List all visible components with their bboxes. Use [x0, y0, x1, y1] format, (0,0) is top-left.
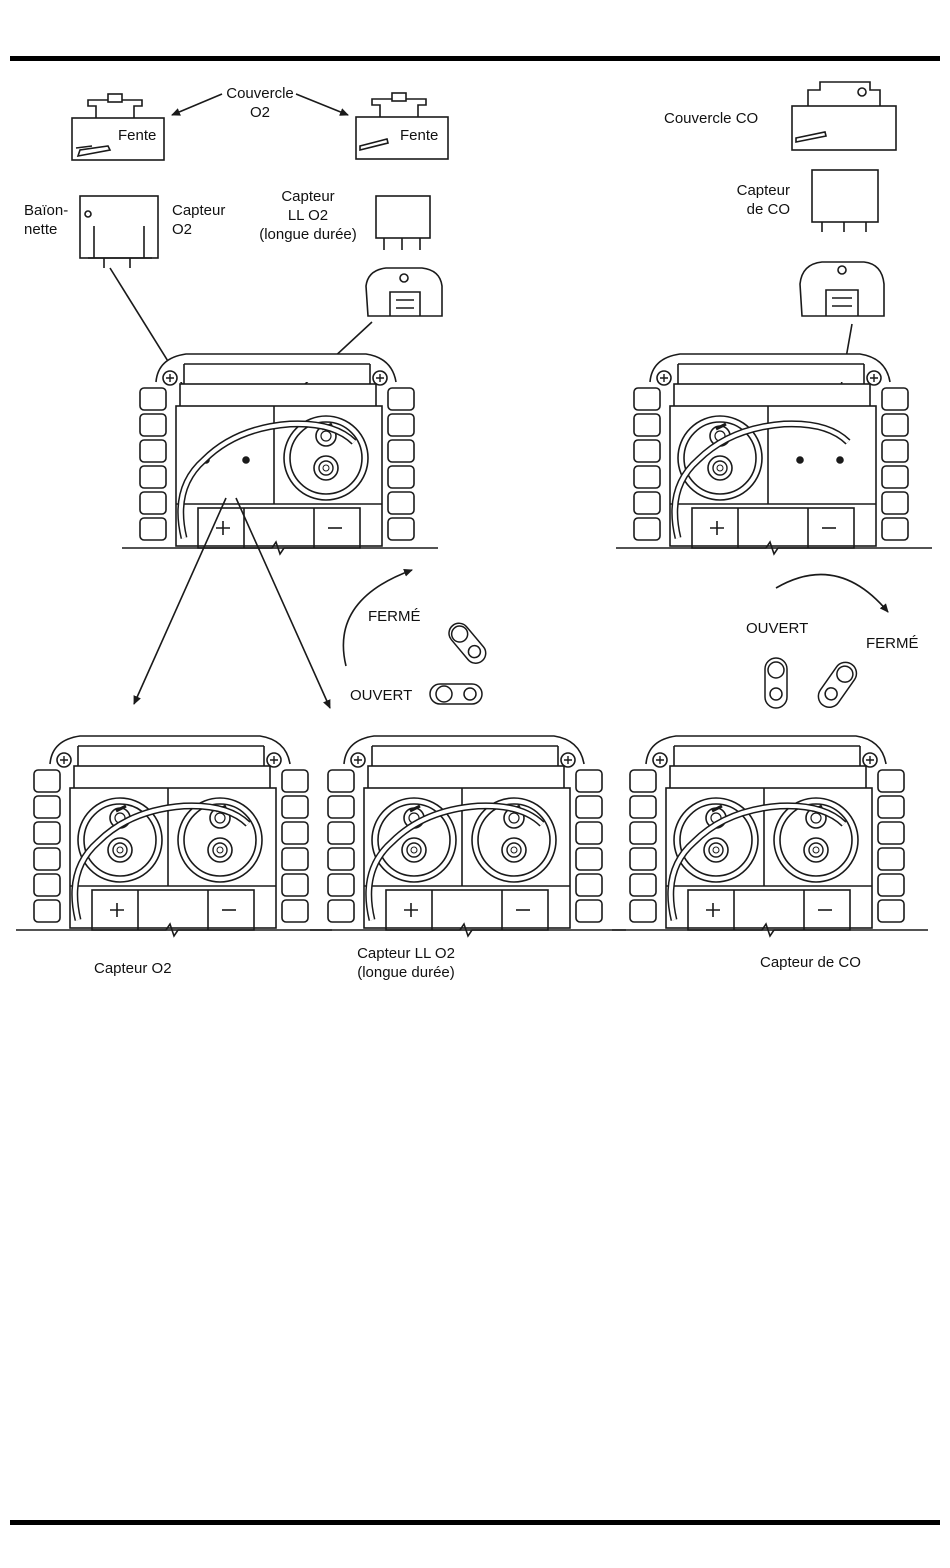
screw-icon: [163, 371, 177, 385]
unit-ll-o2: [310, 736, 626, 936]
label-ferme-left: FERMÉ: [368, 607, 421, 626]
sensor-socket-icon: [502, 838, 526, 862]
label-couvercle-o2: Couvercle O2: [214, 84, 306, 122]
caption-capteur-de-co: Capteur de CO: [760, 953, 861, 972]
screw-icon: [657, 371, 671, 385]
unit-top-left: [122, 354, 438, 554]
label-fente-left: Fente: [118, 126, 156, 145]
screw-icon: [867, 371, 881, 385]
sensor-socket-icon: [108, 838, 132, 862]
caption-capteur-ll-o2: Capteur LL O2 (longue durée): [340, 944, 472, 982]
label-capteur-ll-o2-top: Capteur LL O2 (longue durée): [250, 187, 366, 244]
closed-lock-icon-right: [814, 658, 861, 712]
caption-capteur-o2: Capteur O2: [94, 959, 172, 978]
open-lock-icon-left: [430, 684, 482, 704]
co-cap-clip: [800, 262, 884, 316]
screw-icon: [561, 753, 575, 767]
label-ouvert-right: OUVERT: [746, 619, 808, 638]
screw-icon: [653, 753, 667, 767]
screw-icon: [373, 371, 387, 385]
o2-sensor: [80, 196, 158, 268]
sensor-socket-icon: [708, 456, 732, 480]
label-couvercle-co: Couvercle CO: [664, 109, 758, 128]
closed-lock-icon-left: [445, 619, 490, 667]
label-baionnette: Baïon- nette: [24, 201, 68, 239]
label-capteur-o2-top: Capteur O2: [172, 201, 225, 239]
top-rule: [10, 56, 940, 61]
screw-icon: [57, 753, 71, 767]
sensor-socket-icon: [314, 456, 338, 480]
label-fente-right: Fente: [400, 126, 438, 145]
unit-o2: [16, 736, 332, 936]
sensor-socket-icon: [208, 838, 232, 862]
screw-icon: [351, 753, 365, 767]
label-capteur-de-co-top: Capteur de CO: [700, 181, 790, 219]
unit-top-right: [616, 354, 932, 554]
ll-o2-sensor: [376, 196, 430, 250]
unit-co: [612, 736, 928, 936]
bottom-rule: [10, 1520, 940, 1525]
sensor-socket-icon: [804, 838, 828, 862]
screw-icon: [863, 753, 877, 767]
label-ferme-right: FERMÉ: [866, 634, 919, 653]
co-sensor: [812, 170, 878, 232]
sensor-socket-icon: [704, 838, 728, 862]
screw-icon: [267, 753, 281, 767]
open-lock-icon-right: [765, 658, 787, 708]
sensor-socket-icon: [402, 838, 426, 862]
label-ouvert-left: OUVERT: [350, 686, 412, 705]
o2-cap-clip: [366, 268, 442, 316]
co-cover: [792, 82, 896, 150]
